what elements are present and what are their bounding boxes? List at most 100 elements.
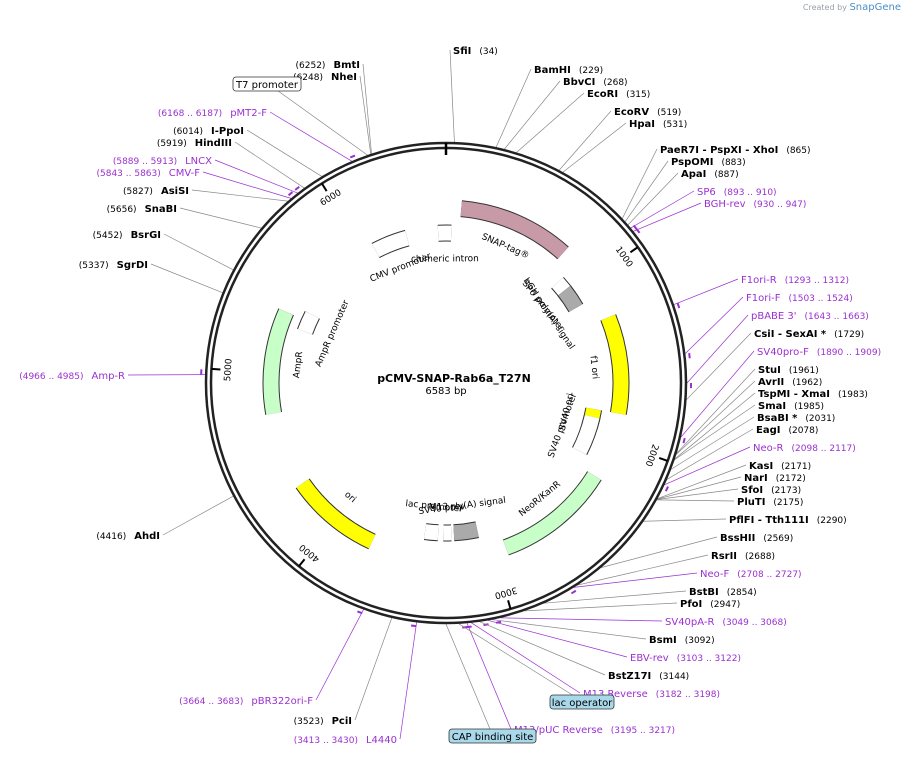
leader-line bbox=[163, 233, 234, 271]
feature-fill bbox=[453, 522, 479, 541]
primer-label: (6168 .. 6187)pMT2-F bbox=[158, 108, 267, 119]
site-name: SfiI bbox=[453, 46, 471, 57]
site-name: TspMI - XmaI bbox=[758, 389, 830, 400]
leader-line bbox=[666, 428, 754, 480]
site-position: (883) bbox=[721, 158, 745, 168]
leader-line bbox=[399, 622, 417, 740]
primer-label: (3413 .. 3430)L4440 bbox=[294, 735, 397, 746]
site-position: (2172) bbox=[776, 474, 806, 484]
enzyme-label: BamHI(229) bbox=[534, 65, 603, 76]
leader-line bbox=[354, 617, 393, 721]
enzyme-label: StuI(1961) bbox=[758, 365, 819, 376]
primer-mark bbox=[676, 302, 681, 309]
site-position: (930 .. 947) bbox=[754, 200, 807, 210]
site-name: M13/pUC Reverse bbox=[514, 725, 603, 736]
enzyme-label: SmaI (1985) bbox=[758, 401, 824, 412]
enzyme-label: (5827)AsiSI bbox=[123, 186, 189, 197]
credit-prefix: Created by bbox=[802, 3, 847, 12]
enzyme-label: NarI(2172) bbox=[744, 473, 806, 484]
tick-mark bbox=[211, 367, 221, 371]
enzyme-label: (5919)HindIII bbox=[157, 138, 232, 149]
site-position: (2708 .. 2727) bbox=[737, 570, 801, 580]
site-name: F1ori-F bbox=[746, 293, 781, 304]
leader-line bbox=[684, 296, 744, 354]
site-position: (1962) bbox=[792, 378, 822, 388]
site-position: (1985) bbox=[794, 402, 824, 412]
leader-line bbox=[558, 110, 612, 171]
site-position: (5843 .. 5863) bbox=[96, 169, 160, 179]
leader-line bbox=[674, 392, 756, 460]
leader-line bbox=[516, 92, 585, 153]
site-position: (2078) bbox=[788, 426, 818, 436]
enzyme-label: EagI(2078) bbox=[756, 425, 818, 436]
site-name: BsmI bbox=[649, 635, 677, 646]
feature-fill bbox=[424, 524, 439, 541]
leader-line bbox=[500, 617, 663, 622]
enzyme-label: PfoI(2947) bbox=[680, 599, 740, 610]
primer-label: pBABE 3'(1643 .. 1663) bbox=[751, 311, 869, 322]
enzyme-label: (5337)SgrDI bbox=[79, 260, 148, 271]
enzyme-label: PluTI(2175) bbox=[737, 497, 803, 508]
enzyme-label: PspOMI (883) bbox=[671, 157, 746, 168]
site-position: (1729) bbox=[834, 330, 864, 340]
site-name: Amp-R bbox=[92, 371, 126, 382]
primer-mark bbox=[357, 610, 363, 615]
primer-label: F1ori-F(1503 .. 1524) bbox=[746, 293, 853, 304]
enzyme-label: (5656)SnaBI bbox=[107, 204, 177, 215]
leader-line bbox=[673, 278, 739, 305]
site-position: (3103 .. 3122) bbox=[677, 654, 741, 664]
enzyme-label: EcoRI(315) bbox=[587, 89, 650, 100]
primer-label: M13/pUC Reverse(3195 .. 3217) bbox=[514, 725, 675, 736]
annotation-label: lac operator bbox=[552, 698, 613, 709]
site-name: PaeR7I - PspXI - XhoI bbox=[660, 145, 778, 156]
site-position: (1293 .. 1312) bbox=[785, 276, 849, 286]
enzyme-label: EcoRV(519) bbox=[614, 107, 681, 118]
leader-line bbox=[359, 75, 372, 155]
primer-mark bbox=[349, 154, 356, 159]
leader-line bbox=[315, 609, 364, 701]
enzyme-label: ApaI(887) bbox=[681, 169, 739, 180]
leader-line bbox=[504, 80, 561, 150]
site-name: PspOMI bbox=[671, 157, 713, 168]
site-name: Neo-R bbox=[753, 443, 784, 454]
site-name: EcoRV bbox=[614, 107, 649, 118]
annotation-label: T7 promoter bbox=[235, 80, 299, 91]
primer-mark bbox=[287, 191, 294, 197]
enzyme-label: TspMI - XmaI(1983) bbox=[758, 389, 868, 400]
site-position: (865) bbox=[786, 146, 810, 156]
site-name: ApaI bbox=[681, 169, 706, 180]
enzyme-label: (5452)BsrGI bbox=[93, 230, 161, 241]
feature-label: ori bbox=[342, 490, 357, 505]
site-name: SmaI bbox=[758, 401, 786, 412]
site-name: AhdI bbox=[134, 531, 160, 542]
site-name: AsiSI bbox=[161, 186, 189, 197]
site-position: (2569) bbox=[763, 534, 793, 544]
site-name: HpaI bbox=[629, 119, 655, 130]
site-name: Neo-F bbox=[700, 569, 730, 580]
site-name: AvrII bbox=[758, 377, 784, 388]
site-position: (5337) bbox=[79, 261, 109, 271]
leader-line bbox=[686, 332, 752, 401]
leader-line bbox=[234, 141, 305, 189]
leader-line bbox=[657, 464, 747, 500]
site-name: SV40pro-F bbox=[757, 347, 809, 358]
site-name: M13 Reverse bbox=[583, 689, 648, 700]
site-position: (5919) bbox=[157, 139, 187, 149]
site-name: BssHII bbox=[720, 533, 755, 544]
leader-line bbox=[656, 488, 739, 500]
site-name: BbvCI bbox=[563, 77, 595, 88]
enzyme-label: BsmI(3092) bbox=[649, 635, 715, 646]
leader-line bbox=[573, 572, 698, 588]
feature-fill bbox=[572, 414, 600, 455]
enzyme-label: PflFI - Tth111I(2290) bbox=[729, 515, 847, 526]
site-name: StuI bbox=[758, 365, 781, 376]
feature-label: SNAP-tag® bbox=[480, 232, 531, 261]
plasmid-size: 6583 bp bbox=[425, 386, 466, 397]
leader-line bbox=[479, 621, 606, 676]
site-name: CsiI - SexAI * bbox=[754, 329, 827, 340]
primer-label: SP6(893 .. 910) bbox=[697, 187, 777, 198]
site-position: (531) bbox=[663, 120, 687, 130]
feature-fill bbox=[460, 201, 569, 259]
feature-fill bbox=[601, 314, 629, 415]
feature-label: f1 ori bbox=[587, 355, 599, 379]
